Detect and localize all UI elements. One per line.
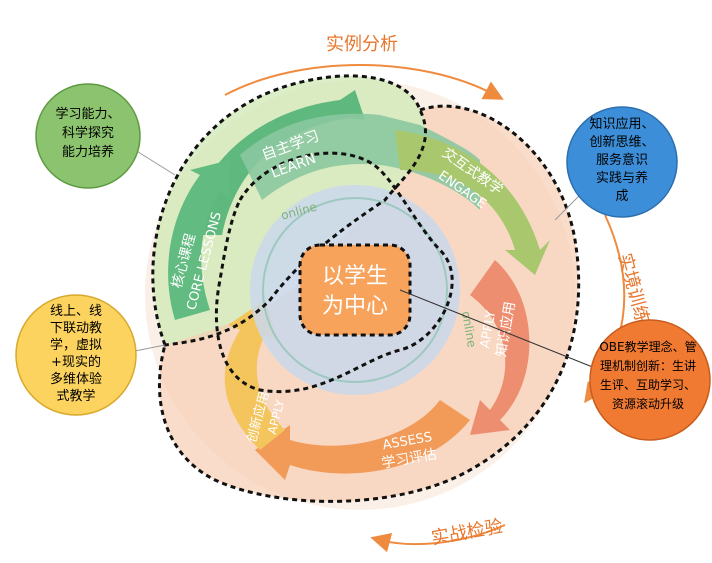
callout-green: [35, 83, 141, 189]
callout-yellow-line6: 式教学: [56, 388, 95, 404]
online-ring: [262, 197, 448, 383]
callout-yellow-line2: 下联动教: [50, 320, 102, 336]
callout-orange: [589, 319, 711, 441]
callout-yellow-line3: 学，虚拟: [50, 337, 102, 353]
callout-blue-line3: 服务意识: [596, 152, 648, 168]
callout-yellow-line4: +现实的: [51, 354, 101, 370]
outer-label-bottom: 实战检验: [430, 516, 505, 549]
ring-arrow-assess: [255, 400, 470, 480]
center-line2: 为中心: [322, 294, 388, 319]
stage-apply-en: APPLY: [478, 309, 499, 349]
outer-label-top: 实例分析: [326, 34, 398, 55]
dashed-blob-green: [151, 74, 427, 347]
callout-yellow-line1: 线上、线: [50, 304, 102, 319]
callout-yellow-line5: 多维体验: [50, 371, 102, 387]
connector-orange: [399, 289, 606, 373]
center-line1: 以学生: [322, 264, 388, 289]
ring-arrow-apply: [470, 260, 530, 435]
outer-arrow-top: [224, 64, 504, 100]
ring-arrow-engage: [395, 130, 550, 275]
dashed-blob-orange: [158, 104, 581, 503]
center-box: [298, 243, 412, 337]
callout-blue-line2: 创新思维、: [589, 134, 654, 150]
callout-orange-line4: 资源滚动升级: [612, 396, 684, 411]
inner-dashed-blob: [214, 151, 454, 393]
ring-arrow-core-left: [168, 160, 230, 320]
callout-blue-line5: 成: [615, 189, 628, 204]
callout-green-line1: 学习能力、: [55, 106, 120, 122]
callout-blue-line4: 实践与养: [596, 170, 648, 186]
ring-arrow-create: [224, 300, 285, 450]
callout-green-line3: 能力培养: [62, 144, 114, 160]
callout-blue: [566, 106, 678, 218]
callout-orange-line1: OBE教学理念、管: [599, 339, 696, 354]
callout-orange-line2: 理机制创新：生讲: [600, 358, 696, 373]
outer-label-right: 实境训练: [614, 251, 653, 326]
callout-blue-line1: 知识应用、: [589, 116, 654, 132]
callout-yellow: [15, 294, 137, 416]
connector-green: [134, 149, 176, 176]
outer-arrow-bottom: [370, 524, 506, 553]
callout-green-line2: 科学探究: [62, 125, 114, 141]
callout-orange-line3: 生评、互助学习、: [600, 377, 696, 392]
